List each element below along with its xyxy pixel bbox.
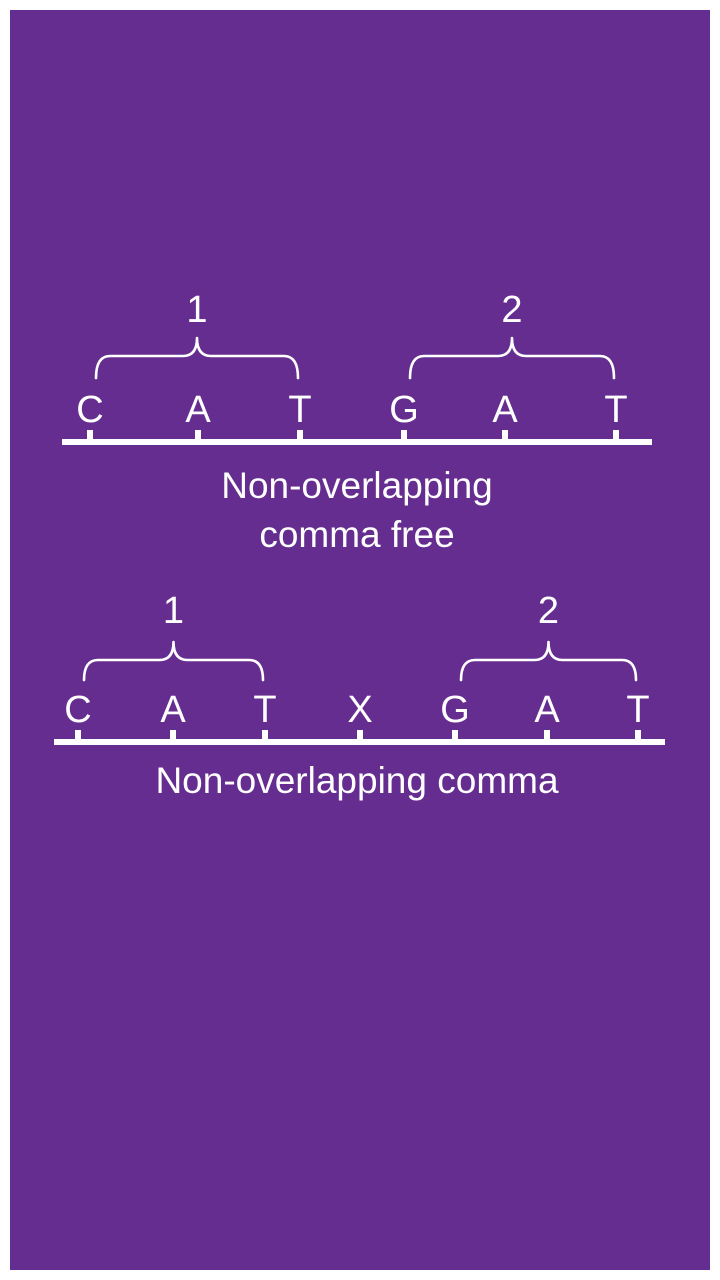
nucleotide-letter: A [160,689,186,731]
nucleotide-letter: G [440,689,470,731]
diagram-caption: comma free [259,514,454,555]
nucleotide-letter: T [626,689,649,731]
codon-number: 2 [501,289,522,331]
codon-brace [459,640,638,682]
nucleotide-letter: C [64,689,91,731]
nucleotide-letter: T [288,389,311,431]
diagram-caption: Non-overlapping comma [155,760,559,801]
nucleotide-letter: T [253,689,276,731]
codon-number: 1 [186,289,207,331]
nucleotide-letter: X [347,689,372,731]
nucleotide-letter: C [76,389,103,431]
nucleotide-letter: A [534,689,560,731]
codon-number: 2 [538,590,559,632]
nucleotide-letter: T [604,389,627,431]
nucleotide-letter: G [389,389,419,431]
codon-brace [408,336,616,380]
diagram-caption: Non-overlapping [221,465,493,506]
nucleotide-letter: A [492,389,518,431]
nucleotide-letter: A [185,389,211,431]
diagram-background [10,10,710,1270]
codon-brace [94,336,300,380]
codon-number: 1 [163,590,184,632]
codon-brace [82,640,265,682]
